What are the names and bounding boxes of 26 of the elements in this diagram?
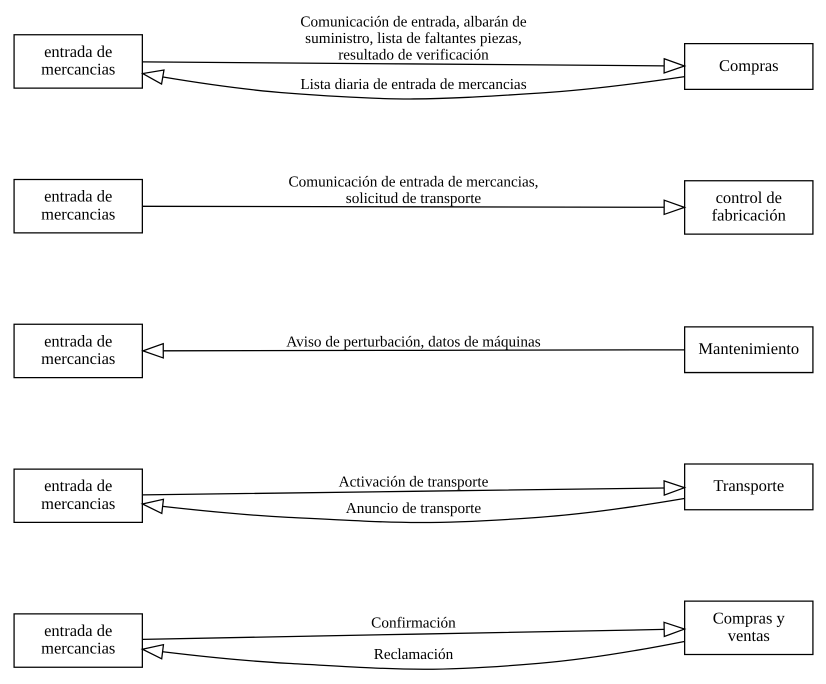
arrow bbox=[142, 480, 686, 496]
arrow bbox=[142, 621, 686, 640]
node-box: entrada de mercancias bbox=[12, 613, 142, 668]
arrow bbox=[142, 58, 686, 74]
node-box: entrada de mercancias bbox=[12, 178, 142, 234]
node-box: Compras y ventas bbox=[684, 600, 814, 656]
edge-label: Comunicación de entrada de mercancias, solicitud de transporte bbox=[288, 174, 538, 208]
arrow bbox=[140, 640, 684, 670]
edge-label: Activación de transporte bbox=[338, 473, 488, 490]
edge-label: Aviso de perturbación, datos de máquinas bbox=[286, 334, 540, 351]
node-box: Transporte bbox=[684, 463, 814, 510]
arrow bbox=[140, 342, 684, 359]
edge-label: Anuncio de transporte bbox=[345, 500, 481, 518]
arrow bbox=[140, 69, 684, 100]
edge-label: Reclamación bbox=[373, 646, 453, 664]
node-box: entrada de mercancias bbox=[12, 324, 142, 378]
node-box: Compras bbox=[684, 43, 814, 90]
edge-label: Comunicación de entrada, albarán de suministro, lista de faltantes piezas, resultado de verificación bbox=[300, 14, 526, 64]
node-box: Mantenimiento bbox=[684, 326, 814, 374]
edge-label: Lista diaria de entrada de mercancias bbox=[300, 76, 526, 93]
node-box: entrada de mercancias bbox=[12, 468, 142, 524]
edge-label: Confirmación bbox=[370, 614, 456, 632]
arrow bbox=[140, 498, 684, 524]
arrow bbox=[142, 199, 686, 216]
node-box: control de fabricación bbox=[684, 180, 814, 235]
node-box: entrada de mercancias bbox=[12, 34, 142, 89]
